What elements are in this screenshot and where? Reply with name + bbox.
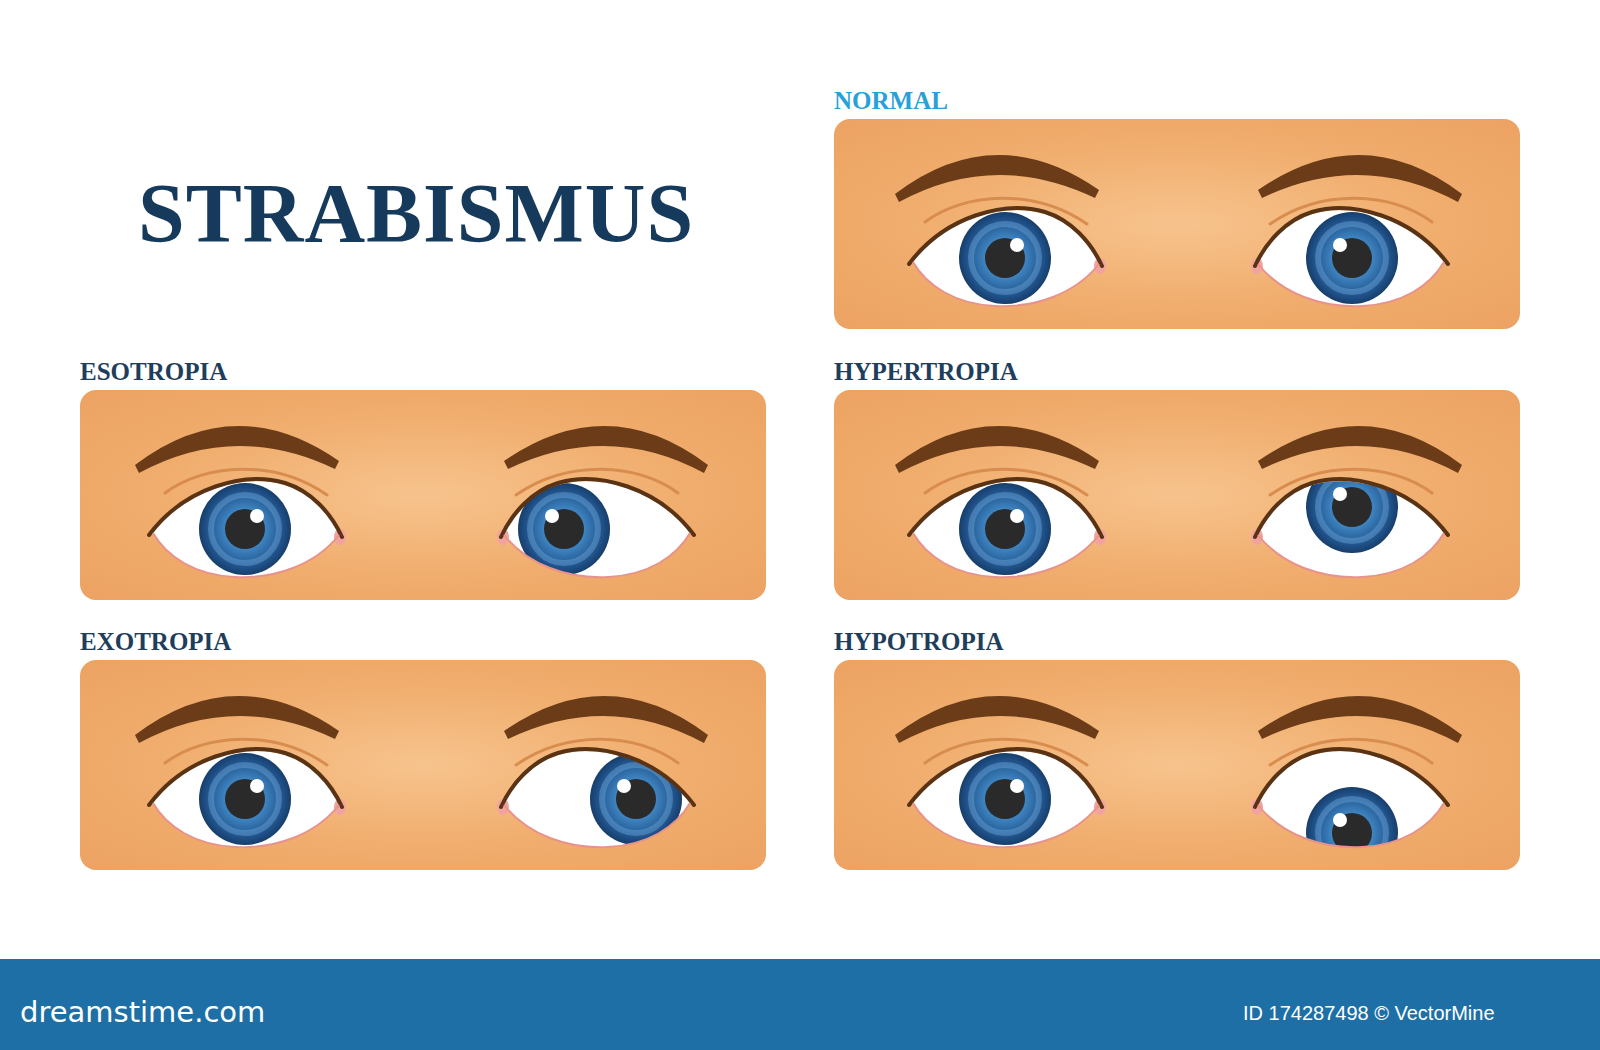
eyes-illustration: [834, 390, 1520, 600]
eye-panel: HYPOTROPIA: [834, 660, 1520, 870]
site-name: dreamstime.com: [20, 998, 265, 1027]
diagram-title: STRABISMUS: [138, 172, 694, 256]
eyes-illustration: [80, 660, 766, 870]
eyes-illustration: [834, 119, 1520, 329]
panel-heading: NORMAL: [834, 88, 948, 113]
eyes-illustration: [80, 390, 766, 600]
eye-panel: HYPERTROPIA: [834, 390, 1520, 600]
panel-heading: HYPERTROPIA: [834, 359, 1018, 384]
panel-heading: EXOTROPIA: [80, 629, 231, 654]
eyes-illustration: [834, 660, 1520, 870]
eye-panel: EXOTROPIA: [80, 660, 766, 870]
eye-panel: NORMAL: [834, 119, 1520, 329]
panel-heading: ESOTROPIA: [80, 359, 227, 384]
image-credit: ID 174287498 © VectorMine: [1243, 1003, 1495, 1023]
eye-panel: ESOTROPIA: [80, 390, 766, 600]
panel-heading: HYPOTROPIA: [834, 629, 1003, 654]
